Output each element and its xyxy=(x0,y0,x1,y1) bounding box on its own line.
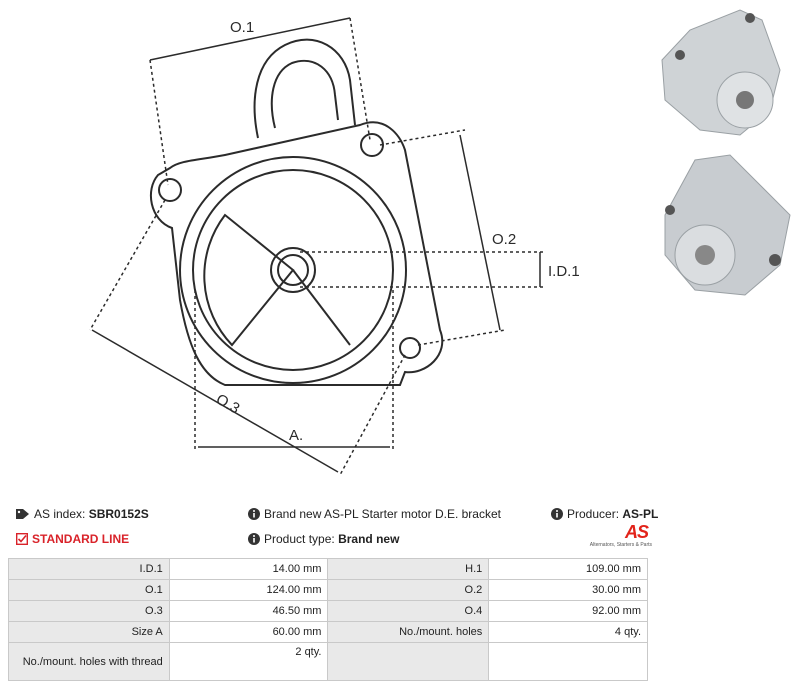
table-row: O.3 46.50 mm O.4 92.00 mm xyxy=(8,600,648,622)
label-o1: O.1 xyxy=(230,19,254,36)
logo-mark: AS xyxy=(624,522,649,542)
spec-value: 92.00 mm xyxy=(488,600,648,622)
tag-icon xyxy=(16,509,29,519)
table-row: O.1 124.00 mm O.2 30.00 mm xyxy=(8,579,648,601)
spec-key xyxy=(327,642,490,681)
spec-value: 4 qty. xyxy=(488,621,648,643)
table-row: No./mount. holes with thread 2 qty. xyxy=(8,642,648,681)
product-photo-back xyxy=(664,154,791,296)
standard-line-label: STANDARD LINE xyxy=(32,532,130,546)
logo-subtitle: Alternators, Starters & Parts xyxy=(589,542,652,548)
standard-line: STANDARD LINE xyxy=(16,532,129,546)
spec-key: O.4 xyxy=(327,600,490,622)
bracket-outer-ring xyxy=(179,156,407,384)
label-a: A. xyxy=(289,427,303,444)
spec-value: 46.50 mm xyxy=(168,600,329,622)
bracket-inner-ring xyxy=(192,169,394,371)
spec-value: 109.00 mm xyxy=(488,558,648,580)
bracket-hub-outer xyxy=(270,247,316,293)
checkbox-icon xyxy=(16,533,28,545)
description-text: Brand new AS-PL Starter motor D.E. brack… xyxy=(264,507,501,521)
spec-value: 14.00 mm xyxy=(168,558,329,580)
spec-key: I.D.1 xyxy=(8,558,170,580)
spec-value: 30.00 mm xyxy=(488,579,648,601)
as-index: AS index: SBR0152S xyxy=(16,507,149,521)
bracket-flange-outline xyxy=(149,121,444,386)
producer: Producer: AS-PL xyxy=(551,507,658,521)
product-photo-front xyxy=(661,9,781,136)
bracket-top-loop xyxy=(253,38,356,139)
info-icon xyxy=(248,533,260,545)
product-type: Product type: Brand new xyxy=(248,532,399,546)
spec-key: O.3 xyxy=(8,600,170,622)
product-description: Brand new AS-PL Starter motor D.E. brack… xyxy=(248,507,501,521)
as-index-label: AS index: xyxy=(34,507,86,521)
bracket-top-loop-inner xyxy=(270,59,339,129)
mount-hole-bottom xyxy=(399,337,421,359)
producer-label: Producer: xyxy=(567,507,620,521)
spec-key: No./mount. holes with thread xyxy=(8,642,170,681)
table-row: I.D.1 14.00 mm H.1 109.00 mm xyxy=(8,558,648,580)
spec-key: Size A xyxy=(8,621,170,643)
spec-key: O.1 xyxy=(8,579,170,601)
mount-hole-left xyxy=(158,178,182,202)
spec-value: 2 qty. xyxy=(168,642,329,681)
table-row: Size A 60.00 mm No./mount. holes 4 qty. xyxy=(8,621,648,643)
as-index-value: SBR0152S xyxy=(88,507,149,521)
technical-drawing: O.1 O.2 I.D.1 O.3 A. xyxy=(89,17,580,476)
producer-logo: AS Alternators, Starters & Parts xyxy=(582,522,652,552)
spec-table: I.D.1 14.00 mm H.1 109.00 mm O.1 124.00 … xyxy=(8,558,648,681)
bracket-hub-inner xyxy=(277,254,309,286)
spec-value xyxy=(488,642,648,681)
info-icon xyxy=(248,508,260,520)
spec-value: 124.00 mm xyxy=(168,579,329,601)
product-type-value: Brand new xyxy=(338,532,400,546)
bracket-sector xyxy=(203,213,295,347)
info-icon xyxy=(551,508,563,520)
product-type-label: Product type: xyxy=(264,532,335,546)
label-o2: O.2 xyxy=(492,231,516,248)
mount-hole-top xyxy=(360,133,384,157)
producer-value: AS-PL xyxy=(622,507,659,521)
spec-key: O.2 xyxy=(327,579,490,601)
label-id1: I.D.1 xyxy=(548,263,580,280)
spec-key: No./mount. holes xyxy=(327,621,490,643)
spec-value: 60.00 mm xyxy=(168,621,329,643)
spec-key: H.1 xyxy=(327,558,490,580)
